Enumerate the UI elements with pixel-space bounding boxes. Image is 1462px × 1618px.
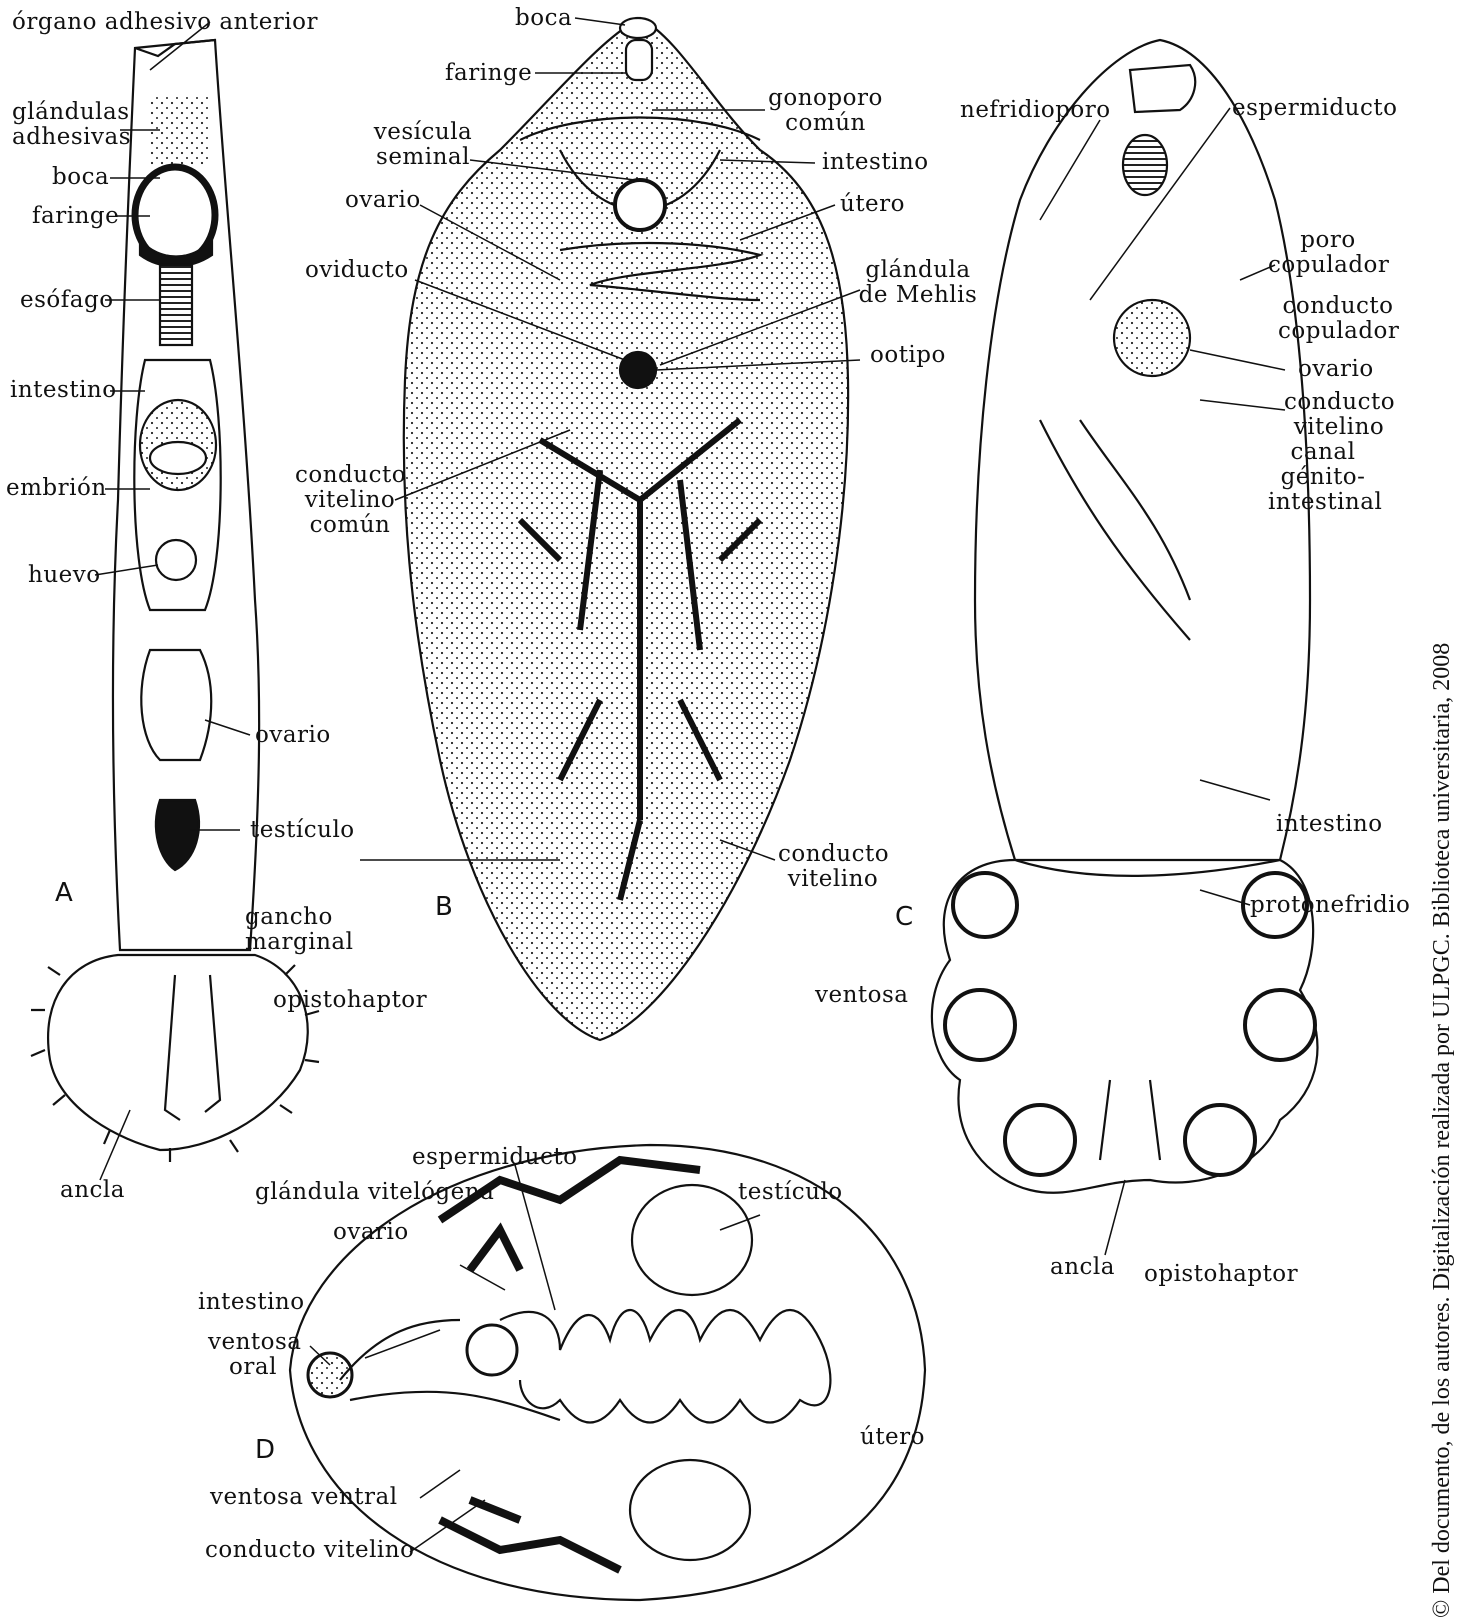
label-uterus-b: útero [840,192,905,217]
ventral-sucker-d [467,1325,517,1375]
specimen-c [932,40,1318,1193]
sucker-c-6 [1185,1105,1255,1175]
testis-d-lower [630,1460,750,1560]
label-sperm-duct-c: espermiducto [1232,96,1397,121]
sucker-c-4 [1245,990,1315,1060]
label-ovary-a: ovario [255,723,331,748]
label-sucker-c: ventosa [815,983,909,1008]
label-common-vitelline-duct: conducto vitelino común [295,463,405,538]
label-intestine-d: intestino [198,1290,305,1315]
label-egg: huevo [28,563,101,588]
label-copulatory-duct: conducto copulador [1278,294,1398,344]
testis-d-upper [632,1185,752,1295]
ovary-c [1114,300,1190,376]
label-vitelline-duct-c: conducto vitelino [1284,390,1394,440]
sucker-c-1 [953,873,1017,937]
label-pharynx-b: faringe [445,61,532,86]
label-copulatory-pore: poro copulador [1268,228,1388,278]
label-marginal-hook: gancho marginal [245,905,355,955]
label-oviduct: oviducto [305,258,409,283]
label-anchor-a: ancla [60,1178,125,1203]
egg-a [156,540,196,580]
label-sperm-duct-d: espermiducto [412,1145,577,1170]
label-ovary-b: ovario [345,188,421,213]
panel-letter-b: B [435,892,453,922]
specimen-d [290,1145,925,1600]
label-mehlis-gland: glándula de Mehlis [858,258,978,308]
pharynx-b [626,40,652,80]
label-opistohaptor-a: opistohaptor [273,988,427,1013]
label-genito-intestinal-canal: canal génito-intestinal [1268,440,1378,515]
label-vitelline-duct-b: conducto vitelino [778,842,888,892]
panel-letter-a: A [55,878,73,908]
ootype-b [620,352,656,388]
label-anterior-adhesive-organ: órgano adhesivo anterior [12,10,318,35]
label-ootype: ootipo [870,343,946,368]
label-ovary-c: ovario [1298,357,1374,382]
label-vitelline-duct-d: conducto vitelino [205,1538,414,1563]
label-testis-d: testículo [738,1180,843,1205]
label-intestine-b: intestino [822,150,929,175]
label-pharynx-a: faringe [32,204,119,229]
label-embryo: embrión [6,476,107,501]
label-protonephridium: protonefridio [1250,893,1410,918]
label-ovary-d: ovario [333,1220,409,1245]
label-opistohaptor-c: opistohaptor [1144,1262,1298,1287]
label-vitelline-gland: glándula vitelógena [255,1180,494,1205]
label-intestine-a: intestino [10,378,117,403]
sucker-c-3 [945,990,1015,1060]
esophagus-a [160,265,192,345]
label-uterus-d: útero [860,1425,925,1450]
panel-letter-c: C [895,902,913,932]
label-testis-a: testículo [250,818,355,843]
label-oral-sucker: ventosa oral [208,1330,298,1380]
label-intestine-c: intestino [1276,812,1383,837]
pharynx-c [1123,135,1167,195]
label-adhesive-glands: glándulas adhesivas [12,100,122,150]
label-nephridiopore: nefridioporo [960,98,1111,123]
mouth-b [620,18,656,38]
label-anchor-c: ancla [1050,1255,1115,1280]
label-mouth-b: boca [515,6,572,31]
ventral-sucker-b [615,180,665,230]
label-mouth-a: boca [52,165,109,190]
label-esophagus: esófago [20,288,114,313]
label-seminal-vesicle: vesícula seminal [368,120,478,170]
copyright-notice: © Del documento, de los autores. Digital… [1429,643,1456,1618]
label-ventral-sucker-d: ventosa ventral [210,1485,398,1510]
sucker-c-5 [1005,1105,1075,1175]
panel-letter-d: D [255,1435,275,1465]
label-common-gonopore: gonoporo común [768,86,883,136]
